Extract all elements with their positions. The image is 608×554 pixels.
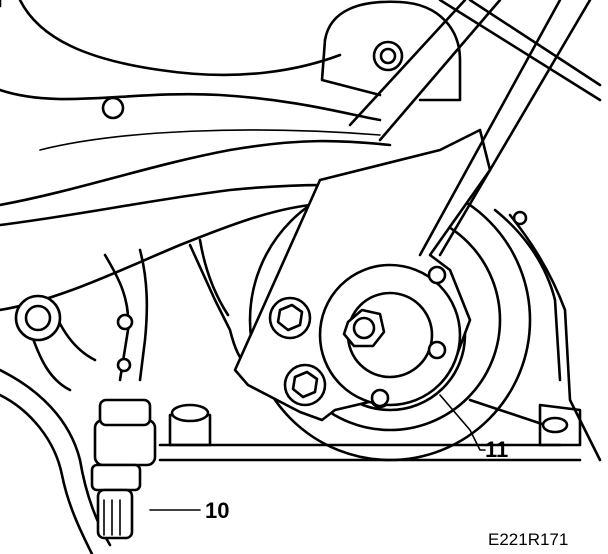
upper-housing bbox=[0, 0, 422, 312]
tool-bolt-upper bbox=[268, 296, 312, 340]
callout-11: 11 bbox=[439, 394, 508, 462]
callout-label-10: 10 bbox=[205, 498, 229, 523]
pulley-center-bolt bbox=[342, 308, 386, 348]
callout-10: 10 bbox=[149, 498, 229, 523]
sensor-10 bbox=[90, 398, 157, 540]
hole-marker bbox=[101, 96, 125, 120]
boss-marker bbox=[170, 403, 210, 423]
mounting-bracket bbox=[320, 0, 602, 102]
figure-code: E221R171 bbox=[488, 530, 568, 549]
locking-tool bbox=[233, 0, 592, 422]
callout-label-11: 11 bbox=[485, 437, 508, 462]
tool-bolt-lower bbox=[283, 363, 327, 407]
sensor-assembly bbox=[0, 248, 157, 554]
